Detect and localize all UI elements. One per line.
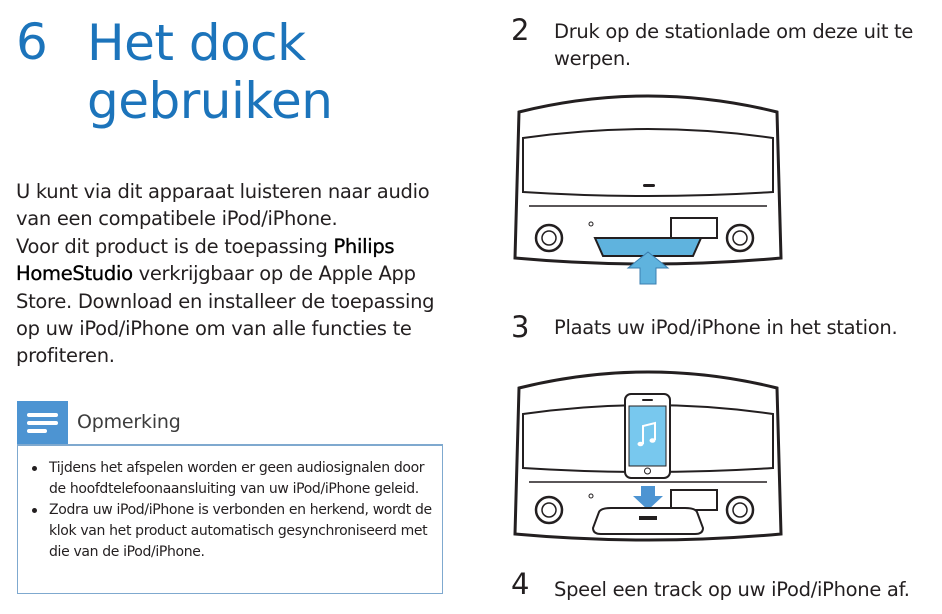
- intro-text: U kunt via dit apparaat luisteren naar a…: [16, 178, 446, 370]
- note-item: Tijdens het afspelen worden er geen audi…: [30, 458, 440, 500]
- note-box: Tijdens het afspelen worden er geen audi…: [17, 444, 443, 594]
- chapter-title-line-1: Het dock: [87, 14, 306, 72]
- chapter-title-line-2: gebruiken: [87, 72, 333, 130]
- intro-text-after-app: verkrijgbaar op de Apple App Store. Down…: [16, 262, 435, 368]
- chapter-title: Het dock gebruiken: [87, 14, 417, 130]
- note-item: Zodra uw iPod/iPhone is verbonden en her…: [30, 500, 440, 563]
- step-3-text: Plaats uw iPod/iPhone in het station.: [554, 316, 898, 339]
- note-lines-icon: [17, 401, 68, 444]
- step-2-text: Druk op de stationlade om deze uit te we…: [554, 20, 914, 70]
- dock-eject-illustration: [513, 94, 783, 285]
- intro-text-before-app: Voor dit product is de toepassing: [16, 234, 334, 258]
- intro-paragraph-1: U kunt via dit apparaat luisteren naar a…: [16, 180, 430, 231]
- dock-insert-illustration: [513, 370, 783, 542]
- step-4-text: Speel een track op uw iPod/iPhone af.: [554, 578, 910, 601]
- step-3-number: 3: [511, 310, 530, 344]
- app-name: Philips HomeStudio: [16, 234, 395, 286]
- chapter-number: 6: [16, 13, 48, 71]
- step-4-number: 4: [511, 567, 530, 601]
- step-2-number: 2: [511, 13, 530, 47]
- note-list: Tijdens het afspelen worden er geen audi…: [30, 458, 440, 563]
- note-title: Opmerking: [77, 411, 181, 433]
- intro-paragraph-2: Voor dit product is de toepassing Philip…: [16, 233, 446, 370]
